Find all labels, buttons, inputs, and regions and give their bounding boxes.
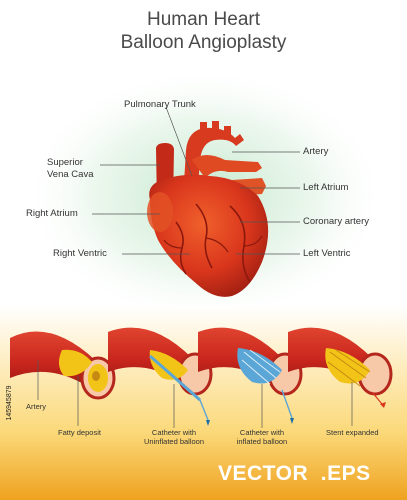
vessel-uninflated-balloon	[108, 327, 213, 426]
label-fatty-deposit: Fatty deposit	[58, 428, 101, 437]
vessel-stent-expanded	[288, 327, 393, 408]
vessel-leader-lines	[37, 360, 353, 428]
label-superior-vena-cava-2: Vena Cava	[47, 169, 94, 180]
label-artery: Artery	[303, 146, 329, 157]
heart-leader-lines	[92, 106, 300, 255]
label-catheter-inflated-1: Catheter with	[239, 428, 285, 437]
label-left-ventric: Left Ventric	[303, 248, 351, 259]
label-vessel-artery: Artery	[26, 402, 47, 411]
vessel-fatty-deposit	[10, 331, 116, 400]
label-right-atrium: Right Atrium	[26, 208, 78, 219]
label-catheter-uninflated-2: Uninflated balloon	[143, 437, 205, 446]
label-superior-vena-cava-1: Superior	[47, 157, 83, 168]
side-id-text: 145945879	[6, 385, 13, 421]
title-line-2: Balloon Angioplasty	[120, 32, 287, 53]
label-coronary-artery: Coronary artery	[303, 216, 369, 227]
label-stent-expanded: Stent expanded	[326, 428, 379, 437]
heart	[147, 121, 269, 297]
title-line-1: Human Heart	[147, 9, 260, 30]
footer-vector-eps: VECTOR .EPS	[218, 462, 371, 485]
label-right-ventric: Right Ventric	[53, 248, 107, 259]
label-catheter-inflated-2: inflated balloon	[236, 437, 288, 446]
label-catheter-uninflated-1: Catheter with	[151, 428, 197, 437]
label-pulmonary-trunk: Pulmonary Trunk	[124, 99, 196, 110]
label-left-atrium: Left Atrium	[303, 182, 349, 193]
vessel-inflated-balloon	[198, 327, 303, 424]
